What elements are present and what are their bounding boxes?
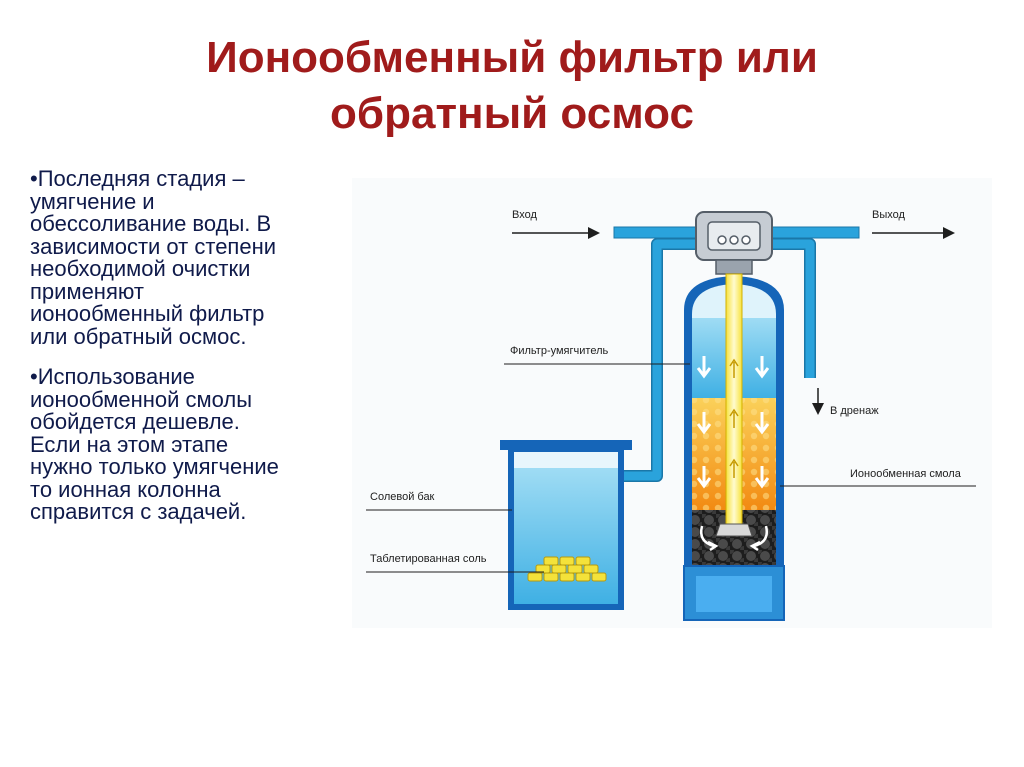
down-arrow-icon	[696, 466, 712, 489]
bullet-2-line: обойдется дешевле.	[30, 409, 240, 434]
drain-label: В дренаж	[830, 405, 879, 417]
salt-tablet	[591, 572, 607, 582]
valve-button-icon	[717, 235, 727, 245]
down-arrow-icon	[696, 356, 712, 379]
bullet-2-line: справится с задачей.	[30, 499, 247, 524]
salt-tablet	[575, 572, 591, 582]
curve-arrow-icon	[700, 525, 719, 552]
valve-neck	[715, 259, 753, 275]
column-base-inner	[696, 576, 772, 612]
bullet-2-line: то ионная колонна	[30, 476, 221, 502]
salt-tablet	[527, 572, 543, 582]
water-softener-diagram: Вход Выход В дренаж	[352, 178, 992, 628]
valve-button-icon	[729, 235, 739, 245]
down-arrow-icon	[696, 412, 712, 435]
bullet-1-line: применяют	[30, 278, 144, 304]
bullet-1-line: ионообменный фильтр	[30, 301, 265, 326]
brine-tank-label: Солевой бак	[370, 491, 435, 503]
bullet-2-line: нужно только умягчение	[30, 454, 279, 479]
brine-water	[514, 468, 618, 604]
bullet-1-line: необходимой очистки	[30, 256, 251, 281]
bullet-1-line: зависимости от степени	[30, 233, 277, 259]
riser-tube	[725, 273, 743, 533]
page-title: Ионообменный фильтр или обратный осмос	[40, 30, 984, 142]
salt-tablet	[543, 572, 559, 582]
bullet-1-line: или обратный осмос.	[30, 323, 247, 349]
salt-tablet	[551, 564, 567, 574]
bullet-2-line: ионообменной смолы	[30, 386, 253, 412]
resin-label: Ионообменная смола	[850, 468, 962, 480]
bullet-1: •Последняя стадия – умягчение и обессоли…	[30, 166, 360, 349]
inlet-label: Вход	[512, 209, 537, 221]
down-arrow-icon	[754, 466, 770, 489]
salt-tablet	[559, 572, 575, 582]
outlet-label: Выход	[872, 209, 905, 221]
softener-label: Фильтр-умягчитель	[510, 345, 608, 357]
salt-tablet	[567, 564, 583, 574]
title-line-1: Ионообменный фильтр или	[206, 33, 818, 82]
up-arrow-icon	[729, 458, 739, 478]
bullet-1-line: умягчение и	[30, 188, 155, 214]
up-arrow-icon	[729, 358, 739, 378]
diagram-svg: Вход Выход В дренаж	[352, 178, 992, 628]
bullet-list: •Последняя стадия – умягчение и обессоли…	[30, 166, 360, 542]
bullet-1-line: обессоливание воды. В	[30, 211, 272, 236]
down-arrow-icon	[754, 356, 770, 379]
salt-tablets	[527, 556, 607, 582]
salt-tablet	[535, 564, 551, 574]
flow-arrows	[696, 356, 770, 552]
up-arrows	[729, 358, 739, 478]
salt-tablet	[559, 556, 575, 566]
drain-pipe	[772, 239, 815, 378]
down-arrow-icon	[754, 412, 770, 435]
salt-tablet	[575, 556, 591, 566]
salt-tablet	[543, 556, 559, 566]
salt-label: Таблетированная соль	[370, 553, 487, 565]
title-line-2: обратный осмос	[330, 89, 694, 138]
up-arrow-icon	[729, 408, 739, 428]
bullet-2-line: Если на этом этапе	[30, 431, 229, 457]
riser-strainer	[715, 523, 753, 537]
bullet-1-line: •Последняя стадия –	[30, 166, 245, 191]
brine-pipe	[624, 239, 702, 481]
bullet-2-line: •Использование	[30, 364, 195, 389]
salt-tablet	[583, 564, 599, 574]
bullet-2: •Использование ионообменной смолы обойде…	[30, 364, 360, 524]
valve-button-icon	[741, 235, 751, 245]
curve-arrow-icon	[749, 525, 768, 552]
diagram-background	[352, 178, 992, 628]
